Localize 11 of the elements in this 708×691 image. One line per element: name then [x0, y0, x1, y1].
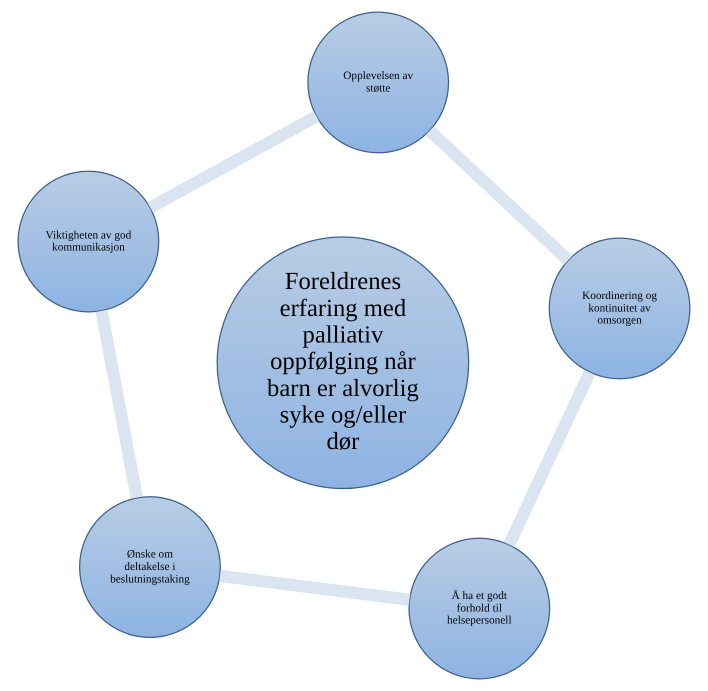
node-circle: Viktigheten av god kommunikasjon [18, 170, 160, 312]
node-circle: Ønske om deltakelse i beslutningstaking [79, 496, 221, 638]
connector [219, 570, 410, 606]
node-circle: Koordinering og kontinuitet av omsorgen [548, 237, 690, 380]
node-circle: Foreldrenes erfaring med palliativ oppfølging når barn er alvorlig syke og/eller dør [216, 236, 470, 490]
connector [147, 110, 320, 214]
node-circle: Å ha et godt forhold til helsepersonell [408, 538, 550, 680]
connector [504, 370, 596, 548]
node-circle: Opplevelsen av støtte [307, 12, 450, 154]
connector [425, 126, 572, 265]
connector [95, 310, 143, 499]
